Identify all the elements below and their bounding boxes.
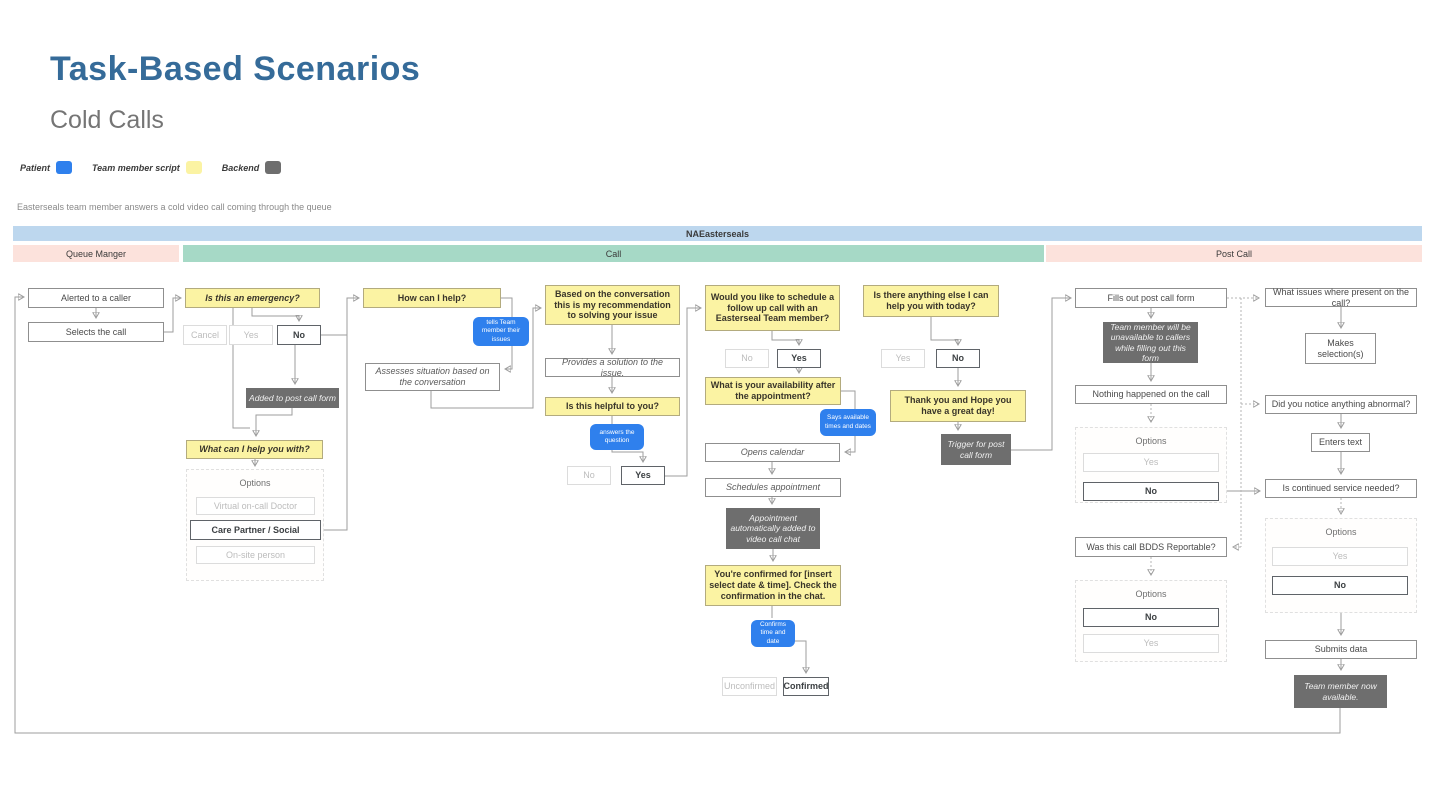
option-no-call-outcome[interactable]: No bbox=[1083, 482, 1219, 501]
page-title: Task-Based Scenarios bbox=[50, 50, 421, 88]
band-queue-manager: Queue Manger bbox=[13, 245, 179, 262]
node-is-this-helpful[interactable]: Is this helpful to you? bbox=[545, 397, 680, 416]
option-no-anything-else[interactable]: No bbox=[936, 349, 980, 368]
option-cancel[interactable]: Cancel bbox=[183, 325, 227, 345]
node-selects-the-call[interactable]: Selects the call bbox=[28, 322, 164, 342]
node-confirmation-message[interactable]: You're confirmed for [insert select date… bbox=[705, 565, 841, 606]
option-unconfirmed[interactable]: Unconfirmed bbox=[722, 677, 777, 696]
node-trigger-post-call-form[interactable]: Trigger for post call form bbox=[941, 434, 1011, 465]
legend-label-patient: Patient bbox=[20, 162, 51, 173]
node-anything-else[interactable]: Is there anything else I can help you wi… bbox=[863, 285, 999, 317]
options-group-label: Options bbox=[239, 478, 271, 488]
node-bdds-reportable[interactable]: Was this call BDDS Reportable? bbox=[1075, 537, 1227, 557]
option-care-partner-social[interactable]: Care Partner / Social bbox=[190, 520, 321, 540]
legend-label-team-member-script: Team member script bbox=[92, 162, 180, 173]
band-post-call: Post Call bbox=[1046, 245, 1422, 262]
node-alerted-to-caller[interactable]: Alerted to a caller bbox=[28, 288, 164, 308]
option-no-schedule[interactable]: No bbox=[725, 349, 769, 368]
options-group-label: Options bbox=[1135, 589, 1167, 599]
node-added-to-post-call-form[interactable]: Added to post call form bbox=[246, 388, 339, 408]
option-no-continued-service[interactable]: No bbox=[1272, 576, 1408, 595]
node-what-issues-present[interactable]: What issues where present on the call? bbox=[1265, 287, 1417, 308]
node-notice-anything-abnormal[interactable]: Did you notice anything abnormal? bbox=[1265, 395, 1417, 414]
options-group-label: Options bbox=[1135, 436, 1167, 446]
node-confirms-time-and-date[interactable]: Confirms time and date bbox=[751, 620, 795, 647]
node-schedule-follow-up[interactable]: Would you like to schedule a follow up c… bbox=[705, 285, 840, 331]
node-what-can-i-help-you-with[interactable]: What can I help you with? bbox=[186, 440, 323, 459]
legend-label-backend: Backend bbox=[221, 162, 260, 173]
node-thank-you[interactable]: Thank you and Hope you have a great day! bbox=[890, 390, 1026, 422]
option-on-site-person[interactable]: On-site person bbox=[196, 546, 315, 564]
option-confirmed[interactable]: Confirmed bbox=[783, 677, 829, 696]
node-enters-text[interactable]: Enters text bbox=[1311, 433, 1370, 452]
legend: Patient Team member script Backend bbox=[20, 161, 282, 174]
option-yes-emergency[interactable]: Yes bbox=[229, 325, 273, 345]
option-no-emergency[interactable]: No bbox=[277, 325, 321, 345]
backend-color-swatch bbox=[265, 161, 282, 174]
node-schedules-appointment[interactable]: Schedules appointment bbox=[705, 478, 841, 497]
node-tells-team-member-issues[interactable]: tells Team member their issues bbox=[473, 317, 529, 346]
node-fills-out-post-call-form[interactable]: Fills out post call form bbox=[1075, 288, 1227, 308]
legend-item-patient: Patient bbox=[20, 161, 73, 174]
band-naeasterseals: NAEasterseals bbox=[13, 226, 1422, 241]
option-yes-call-outcome[interactable]: Yes bbox=[1083, 453, 1219, 472]
node-provides-solution[interactable]: Provides a solution to the issue. bbox=[545, 357, 680, 378]
option-yes-schedule[interactable]: Yes bbox=[777, 349, 821, 368]
option-yes-continued-service[interactable]: Yes bbox=[1272, 547, 1408, 566]
option-yes-bdds[interactable]: Yes bbox=[1083, 634, 1219, 653]
node-is-this-an-emergency[interactable]: Is this an emergency? bbox=[185, 288, 320, 308]
page-subtitle: Cold Calls bbox=[50, 106, 164, 134]
band-call: Call bbox=[183, 245, 1044, 262]
options-group-label: Options bbox=[1325, 527, 1357, 537]
node-makes-selections[interactable]: Makes selection(s) bbox=[1305, 333, 1376, 364]
option-no-helpful[interactable]: No bbox=[567, 466, 611, 485]
node-submits-data[interactable]: Submits data bbox=[1265, 640, 1417, 659]
script-color-swatch bbox=[185, 161, 202, 174]
node-opens-calendar[interactable]: Opens calendar bbox=[705, 443, 840, 462]
node-continued-service-needed[interactable]: Is continued service needed? bbox=[1265, 479, 1417, 498]
node-answers-the-question[interactable]: answers the question bbox=[590, 424, 644, 450]
legend-item-team-member-script: Team member script bbox=[92, 161, 202, 174]
option-no-bdds[interactable]: No bbox=[1083, 608, 1219, 627]
node-says-available-times[interactable]: Says available times and dates bbox=[820, 409, 876, 436]
node-availability-question[interactable]: What is your availability after the appo… bbox=[705, 377, 841, 405]
patient-color-swatch bbox=[56, 161, 73, 174]
node-appointment-added-to-chat[interactable]: Appointment automatically added to video… bbox=[726, 508, 820, 549]
node-team-member-now-available[interactable]: Team member now available. bbox=[1294, 675, 1387, 708]
scenario-description: Easterseals team member answers a cold v… bbox=[17, 202, 332, 212]
node-assesses-situation[interactable]: Assesses situation based on the conversa… bbox=[365, 363, 500, 391]
node-recommendation[interactable]: Based on the conversation this is my rec… bbox=[545, 285, 680, 325]
node-team-member-unavailable[interactable]: Team member will be unavailable to calle… bbox=[1103, 322, 1198, 363]
option-yes-anything-else[interactable]: Yes bbox=[881, 349, 925, 368]
option-yes-helpful[interactable]: Yes bbox=[621, 466, 665, 485]
option-virtual-on-call-doctor[interactable]: Virtual on-call Doctor bbox=[196, 497, 315, 515]
legend-item-backend: Backend bbox=[222, 161, 282, 174]
node-nothing-happened[interactable]: Nothing happened on the call bbox=[1075, 385, 1227, 404]
node-how-can-i-help[interactable]: How can I help? bbox=[363, 288, 501, 308]
